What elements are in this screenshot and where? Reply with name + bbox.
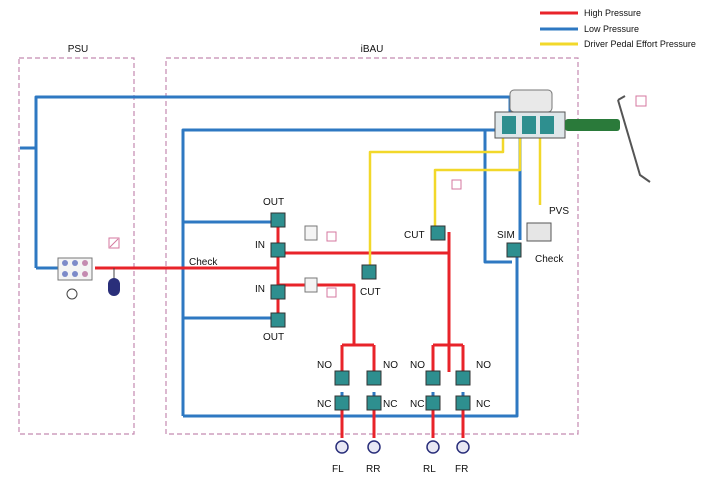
no-label-3: NO	[410, 360, 425, 371]
out-bottom-label: OUT	[263, 332, 284, 343]
cut-valve-left-label: CUT	[360, 287, 381, 298]
out-top-label: OUT	[263, 197, 284, 208]
in-top-label: IN	[255, 240, 265, 251]
solenoid-valve-icon	[270, 212, 552, 411]
pvs-label: PVS	[549, 206, 569, 217]
nc-label-4: NC	[476, 399, 490, 410]
low-pressure-lines	[20, 95, 522, 418]
check-valve-left-label: Check	[189, 257, 218, 268]
pump-motor-icon	[57, 257, 93, 300]
ibau-title: iBAU	[361, 44, 384, 55]
no-label-4: NO	[476, 360, 491, 371]
nc-label-2: NC	[383, 399, 397, 410]
high-pressure-lines	[95, 222, 465, 438]
wheel-brake-icon	[335, 440, 470, 454]
pressure-sensor-icon	[108, 237, 120, 249]
no-label-2: NO	[383, 360, 398, 371]
check-valve-right-label: Check	[535, 254, 564, 265]
accumulator-icon	[108, 268, 120, 296]
sim-valve-label: SIM	[497, 230, 515, 241]
legend-pedal-pressure-label: Driver Pedal Effort Pressure	[584, 39, 696, 49]
nc-label-1: NC	[317, 399, 331, 410]
pedal-pressure-lines	[368, 130, 542, 268]
legend: High Pressure Low Pressure Driver Pedal …	[540, 8, 696, 49]
nc-label-3: NC	[410, 399, 424, 410]
psu-title: PSU	[68, 44, 89, 55]
no-label-1: NO	[317, 360, 332, 371]
legend-low-pressure-label: Low Pressure	[584, 24, 639, 34]
wheel-fl-label: FL	[332, 464, 344, 475]
wheel-rl-label: RL	[423, 464, 436, 475]
master-cylinder-icon	[494, 89, 620, 139]
pressure-sensor-icon	[304, 179, 462, 298]
in-bottom-label: IN	[255, 284, 265, 295]
cut-valve-right-label: CUT	[404, 230, 425, 241]
legend-high-pressure-label: High Pressure	[584, 8, 641, 18]
wheel-rr-label: RR	[366, 464, 380, 475]
ibau-box	[165, 57, 579, 435]
brake-pedal-icon	[617, 95, 651, 183]
wheel-fr-label: FR	[455, 464, 468, 475]
psu-box	[18, 57, 135, 435]
